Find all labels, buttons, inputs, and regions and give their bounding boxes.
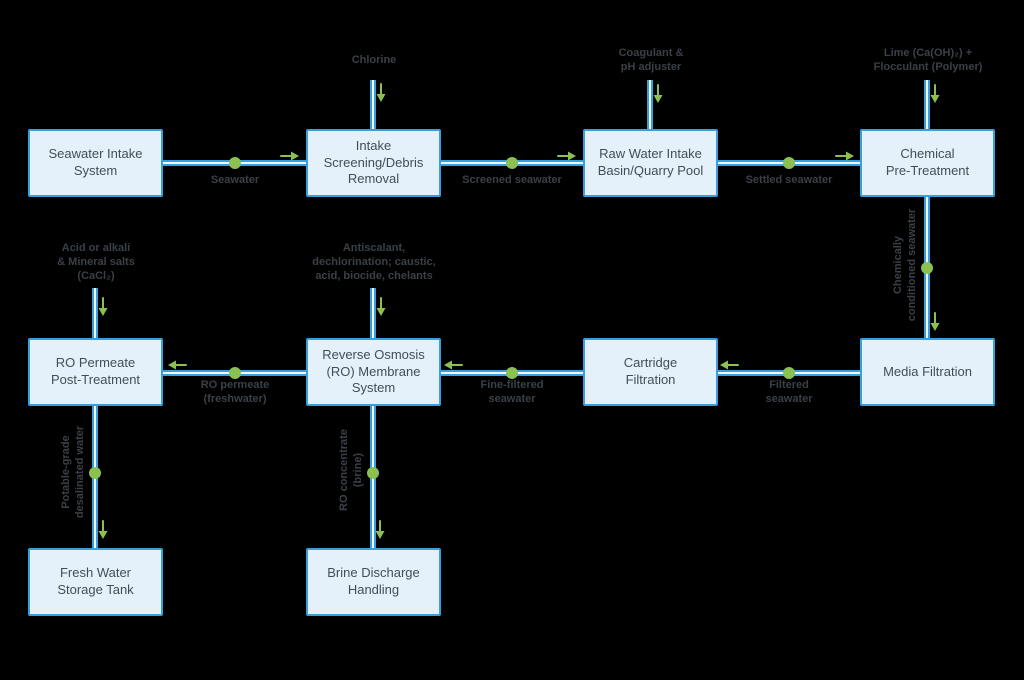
node-raw-water-intake-basin: Raw Water Intake Basin/Quarry Pool [583, 129, 718, 197]
flow-dot [921, 262, 933, 274]
node-media-filtration: Media Filtration [860, 338, 995, 406]
arrow-down-icon [652, 84, 664, 104]
label-seawater: Seawater [210, 174, 260, 186]
arrow-left-icon [443, 359, 463, 371]
label-potable-grade-water: Potable-grade desalinated water [60, 425, 86, 519]
arrow-down-icon [374, 520, 386, 540]
edge-chlorine-line [370, 80, 376, 129]
node-intake-screening: Intake Screening/Debris Removal [306, 129, 441, 197]
node-seawater-intake-system: Seawater Intake System [28, 129, 163, 197]
node-ro-permeate-post-treatment: RO Permeate Post-Treatment [28, 338, 163, 406]
label-screened-seawater: Screened seawater [462, 174, 562, 186]
flow-dot [229, 367, 241, 379]
label-ro-concentrate-brine: RO concentrate (brine) [338, 429, 364, 511]
label-acid-alkali: Acid or alkali & Mineral salts (CaCl₂) [57, 242, 135, 282]
arrow-down-icon [97, 297, 109, 317]
node-brine-discharge-handling: Brine Discharge Handling [306, 548, 441, 616]
flow-dot [229, 157, 241, 169]
label-chlorine: Chlorine [351, 54, 397, 66]
arrow-left-icon [167, 359, 187, 371]
flow-dot [783, 367, 795, 379]
arrow-down-icon [929, 312, 941, 332]
flow-dot [506, 367, 518, 379]
flow-dot [783, 157, 795, 169]
arrow-right-icon [835, 150, 855, 162]
arrow-down-icon [375, 297, 387, 317]
node-cartridge-filtration: Cartridge Filtration [583, 338, 718, 406]
label-settled-seawater: Settled seawater [745, 174, 833, 186]
edge-lime-line [924, 80, 930, 130]
flow-dot [506, 157, 518, 169]
label-coagulant: Coagulant & pH adjuster [618, 47, 684, 73]
arrow-down-icon [97, 520, 109, 540]
label-antiscalant: Antiscalant, dechlorination; caustic, ac… [312, 242, 436, 282]
label-ro-permeate: RO permeate (freshwater) [200, 379, 270, 406]
flow-dot [367, 467, 379, 479]
node-fresh-water-storage-tank: Fresh Water Storage Tank [28, 548, 163, 616]
arrow-left-icon [719, 359, 739, 371]
label-lime-flocculant: Lime (Ca(OH)₂) + Flocculant (Polymer) [873, 47, 983, 73]
edge-acid-line [92, 288, 98, 338]
node-ro-membrane-system: Reverse Osmosis (RO) Membrane System [306, 338, 441, 406]
label-filtered-seawater: Filtered seawater [765, 379, 813, 406]
flow-dot [89, 467, 101, 479]
edge-coagulant-line [647, 80, 653, 130]
arrow-down-icon [929, 84, 941, 104]
arrow-right-icon [557, 150, 577, 162]
label-fine-filtered-seawater: Fine-filtered seawater [480, 379, 544, 406]
node-chemical-pre-treatment: Chemical Pre-Treatment [860, 129, 995, 197]
arrow-right-icon [280, 150, 300, 162]
arrow-down-icon [375, 83, 387, 103]
edge-antiscalant-line [370, 288, 376, 338]
label-chemically-conditioned-seawater: Chemically conditioned seawater [892, 208, 918, 322]
